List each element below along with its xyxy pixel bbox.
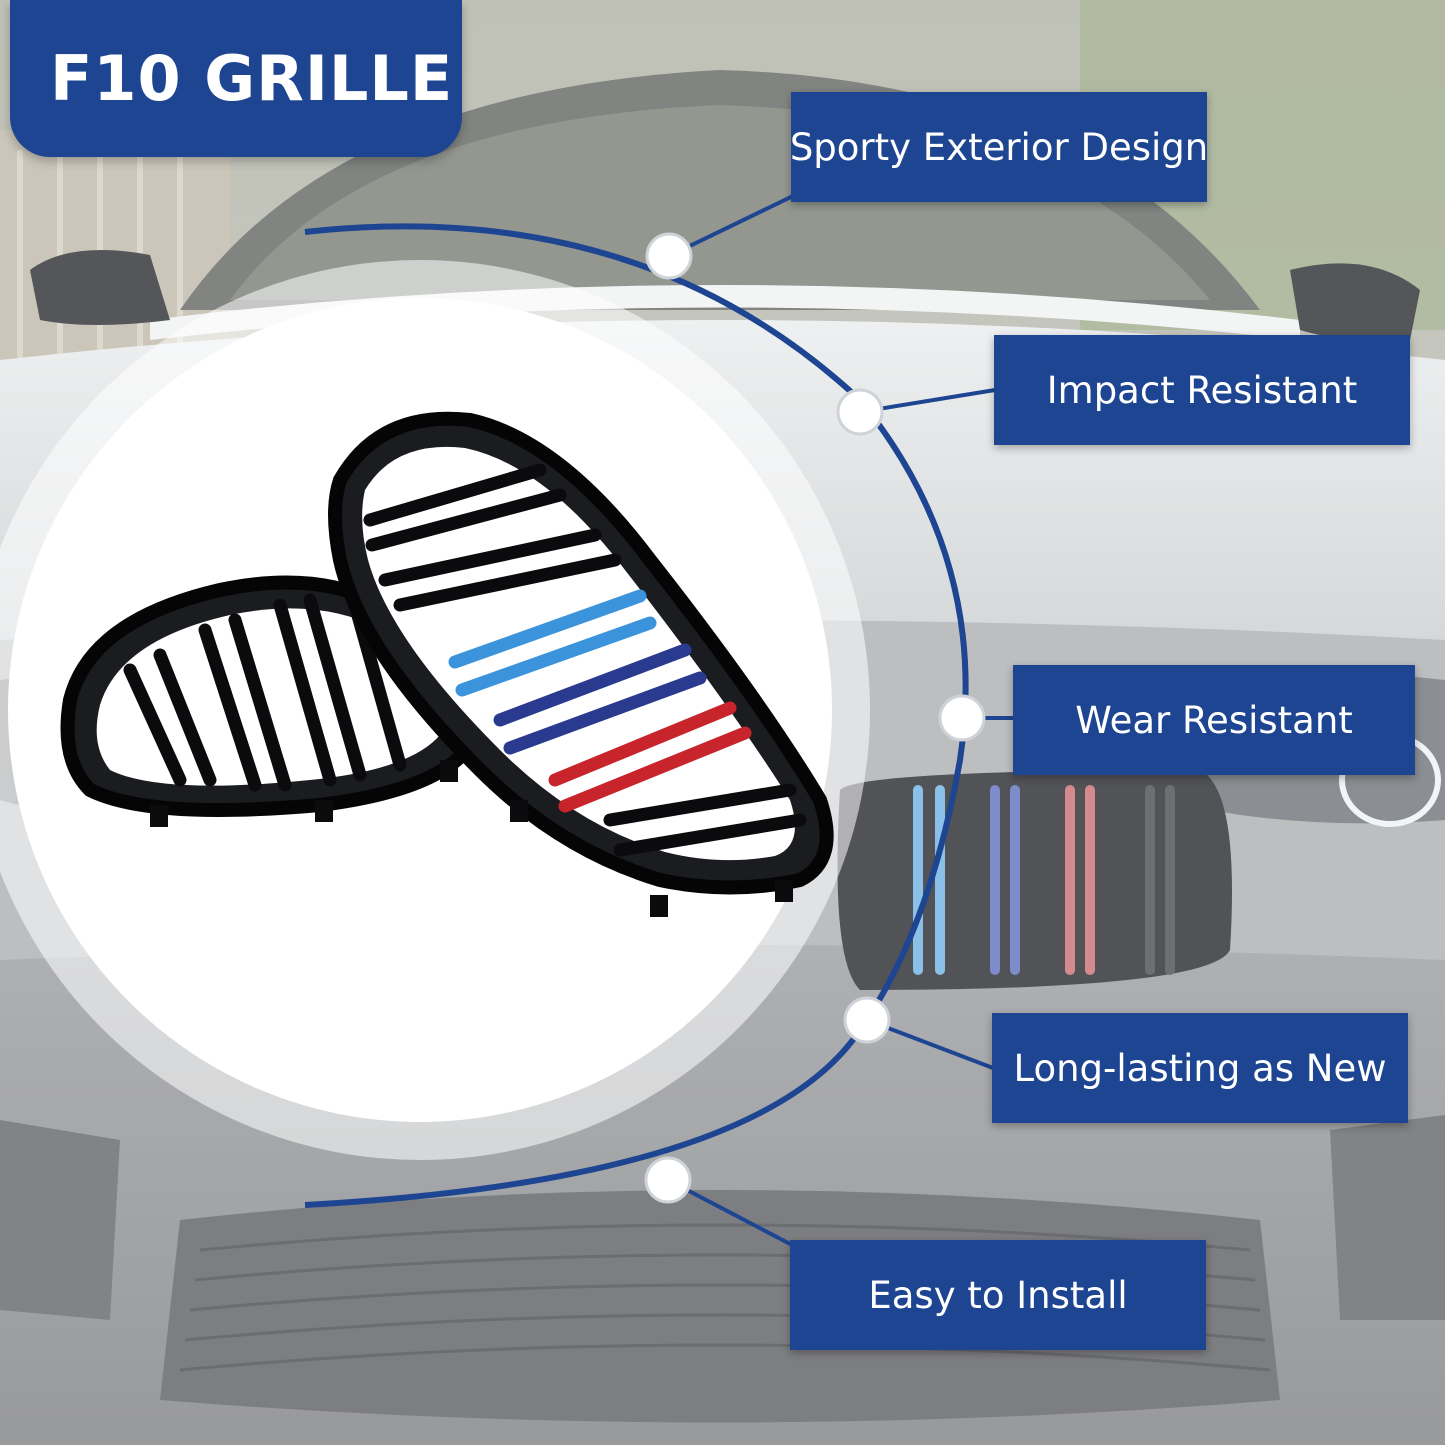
marker-dot-3 [938,694,986,742]
feature-label-long-lasting: Long-lasting as New [992,1013,1408,1123]
feature-label-wear-resistant: Wear Resistant [1013,665,1415,775]
marker-dot-5 [644,1156,692,1204]
grille-right-image [328,411,834,917]
grille-left-image [60,575,479,827]
feature-label-sporty-design: Sporty Exterior Design [790,92,1208,202]
marker-dot-4 [843,996,891,1044]
marker-dot-2 [836,388,884,436]
page-title: F10 GRILLE [50,42,454,115]
feature-label-impact-resistant: Impact Resistant [994,335,1410,445]
marker-dot-1 [645,232,693,280]
title-badge: F10 GRILLE [10,0,462,157]
feature-label-easy-install: Easy to Install [790,1240,1206,1350]
